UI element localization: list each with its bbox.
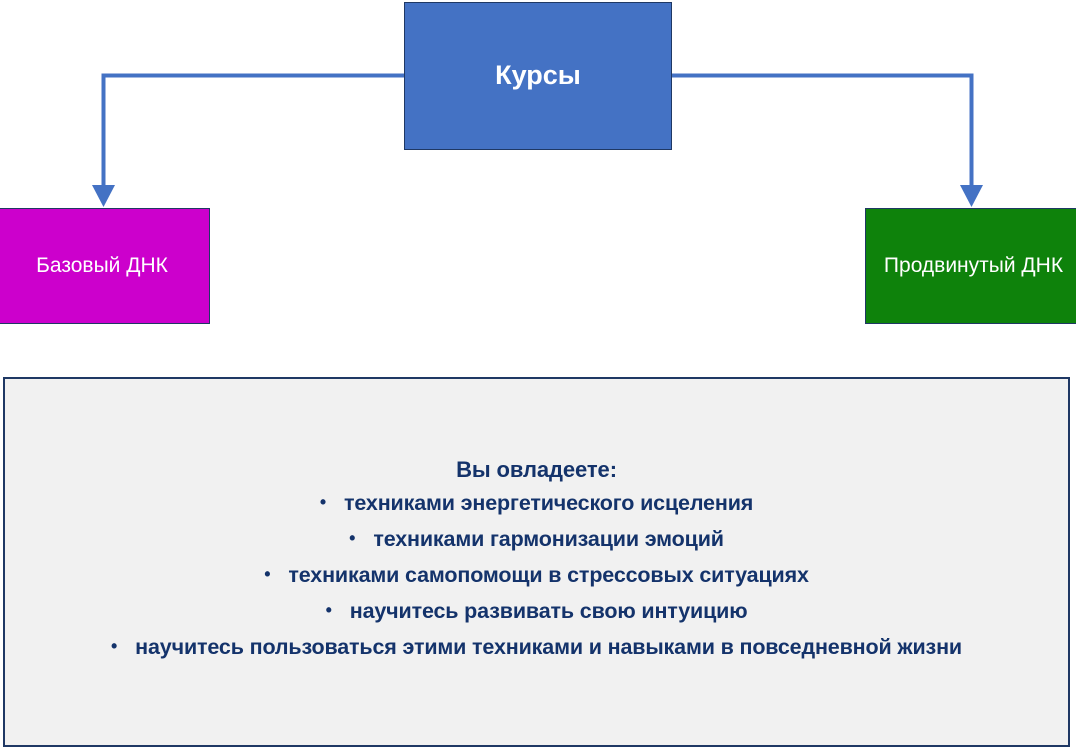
bullet-icon: •: [325, 600, 332, 620]
node-root-kursy[interactable]: Курсы: [404, 2, 672, 150]
list-item-label: научитесь развивать свою интуицию: [349, 599, 748, 623]
list-item: • техниками самопомощи в стрессовых ситу…: [5, 563, 1068, 599]
list-item-label: техниками энергетического исцеления: [343, 491, 754, 515]
node-advanced-dnk[interactable]: Продвинутый ДНК: [865, 208, 1076, 324]
list-item: • техниками энергетического исцеления: [5, 491, 1068, 527]
bullet-icon: •: [264, 564, 271, 584]
list-item: • научитесь пользоваться этими техниками…: [5, 635, 1068, 671]
connector-to-advanced: [672, 73, 983, 207]
bullet-icon: •: [349, 528, 356, 548]
node-basic-dnk[interactable]: Базовый ДНК: [0, 208, 210, 324]
list-item-label: техниками самопомощи в стрессовых ситуац…: [288, 563, 809, 587]
info-panel: Вы овладеете: • техниками энергетическог…: [3, 377, 1070, 747]
list-item-label: техниками гармонизации эмоций: [373, 527, 724, 551]
list-item: • научитесь развивать свою интуицию: [5, 599, 1068, 635]
bullet-icon: •: [319, 492, 326, 512]
bullet-icon: •: [111, 636, 118, 656]
connector-to-basic: [92, 73, 404, 207]
info-panel-heading: Вы овладеете:: [456, 457, 617, 482]
benefits-list: • техниками энергетического исцеления • …: [5, 491, 1068, 671]
list-item: • техниками гармонизации эмоций: [5, 527, 1068, 563]
list-item-label: научитесь пользоваться этими техниками и…: [135, 635, 962, 659]
